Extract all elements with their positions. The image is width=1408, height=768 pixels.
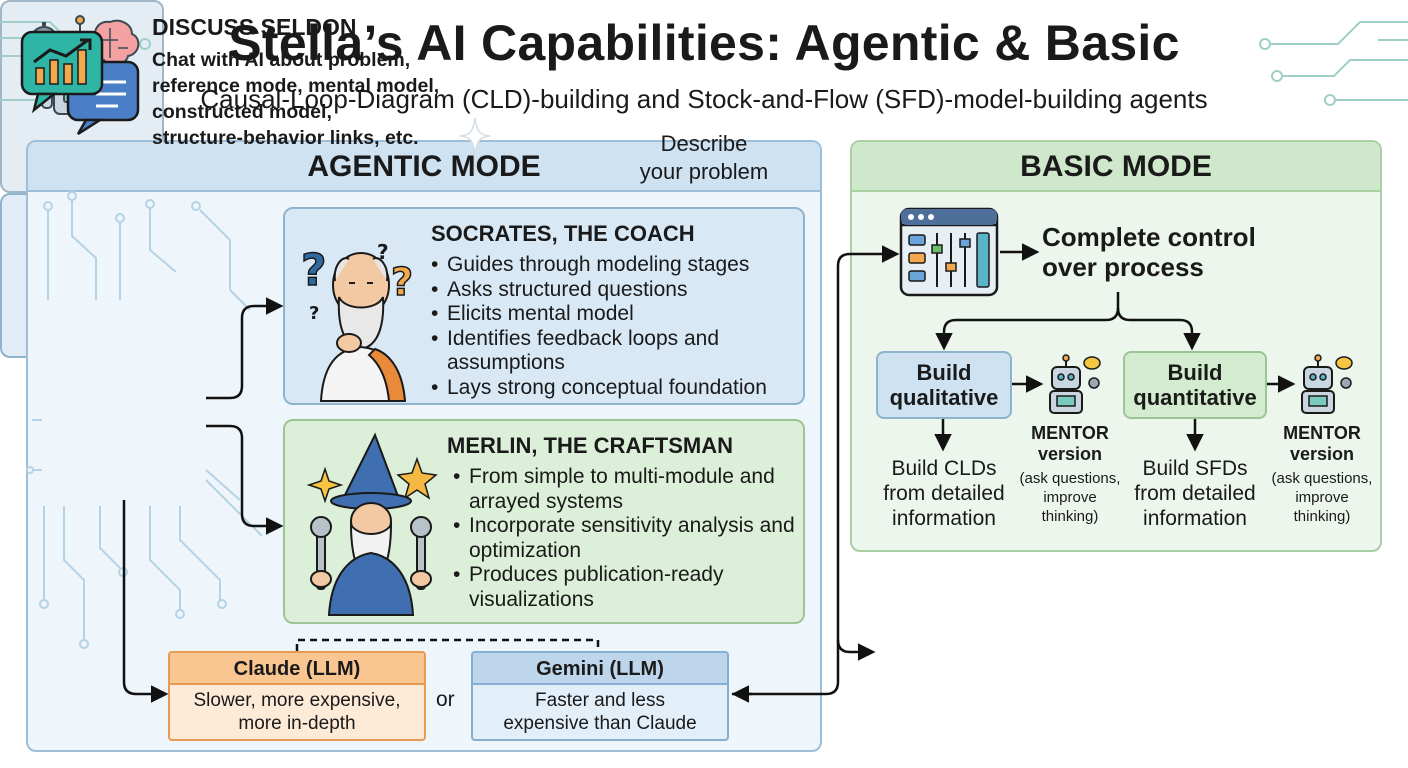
basic-mode-title: BASIC MODE — [852, 142, 1380, 192]
claude-llm-title: Claude (LLM) — [170, 653, 424, 685]
sparkle-icon — [459, 117, 491, 155]
claude-llm-option[interactable]: Claude (LLM) Slower, more expensive, mor… — [168, 651, 426, 741]
mentor-robot-icon — [1049, 354, 1101, 414]
build-qualitative-button[interactable]: Build qualitative — [876, 351, 1012, 419]
build-quantitative-button[interactable]: Build quantitative — [1123, 351, 1267, 419]
discuss-seldon-description: Chat with AI about problem, reference mo… — [152, 49, 440, 149]
mentor-version-note: (ask questions, improve thinking) — [1271, 470, 1373, 525]
claude-llm-description: Slower, more expensive, more in-depth — [193, 690, 401, 734]
mentor-robot-icon — [1301, 354, 1353, 414]
socrates-coach-card[interactable]: ? ? ? ? SOCRATES, THE COACH Guides throu… — [283, 207, 805, 405]
svg-text:?: ? — [391, 260, 413, 304]
list-item: Incorporate sensitivity analysis and opt… — [453, 514, 798, 563]
socrates-figure-icon: ? ? ? ? — [300, 240, 414, 402]
merlin-list: From simple to multi-module and arrayed … — [453, 465, 798, 612]
list-item: Asks structured questions — [431, 278, 801, 303]
page-subtitle: Causal-Loop-Diagram (CLD)-building and S… — [200, 84, 1208, 114]
svg-text:?: ? — [309, 303, 319, 324]
chat-chart-icon — [20, 30, 140, 136]
mentor-version-label: MENTOR version — [1031, 423, 1109, 464]
build-sfds-result: Build SFDs from detailed information — [1134, 457, 1256, 530]
mentor-version-label: MENTOR version — [1283, 423, 1361, 464]
socrates-title: SOCRATES, THE COACH — [431, 221, 695, 246]
list-item: Identifies feedback loops and assumption… — [431, 327, 801, 376]
build-clds-result: Build CLDs from detailed information — [883, 457, 1005, 530]
svg-text:?: ? — [377, 240, 389, 264]
list-item: Elicits mental model — [431, 302, 801, 327]
or-label: or — [436, 688, 455, 711]
gemini-llm-title: Gemini (LLM) — [473, 653, 727, 685]
agentic-mode-title: AGENTIC MODE — [28, 142, 820, 192]
socrates-list: Guides through modeling stages Asks stru… — [431, 253, 801, 400]
control-panel-icon — [899, 207, 999, 297]
merlin-title: MERLIN, THE CRAFTSMAN — [447, 433, 733, 458]
list-item: Lays strong conceptual foundation — [431, 376, 801, 401]
merlin-craftsman-card[interactable]: MERLIN, THE CRAFTSMAN From simple to mul… — [283, 419, 805, 624]
merlin-wizard-icon — [306, 432, 438, 616]
list-item: Produces publication-ready visualization… — [453, 563, 798, 612]
mentor-version-note: (ask questions, improve thinking) — [1019, 470, 1121, 525]
list-item: From simple to multi-module and arrayed … — [453, 465, 798, 514]
page-title: Stella’s AI Capabilities: Agentic & Basi… — [228, 15, 1180, 71]
gemini-llm-option[interactable]: Gemini (LLM) Faster and less expensive t… — [471, 651, 729, 741]
list-item: Guides through modeling stages — [431, 253, 801, 278]
svg-text:?: ? — [301, 245, 327, 296]
describe-problem-label: Describe your problem — [639, 131, 769, 184]
complete-control-label: Complete control over process — [1042, 222, 1256, 282]
discuss-seldon-title: DISCUSS SELDON — [152, 14, 357, 40]
gemini-llm-description: Faster and less expensive than Claude — [503, 690, 697, 734]
